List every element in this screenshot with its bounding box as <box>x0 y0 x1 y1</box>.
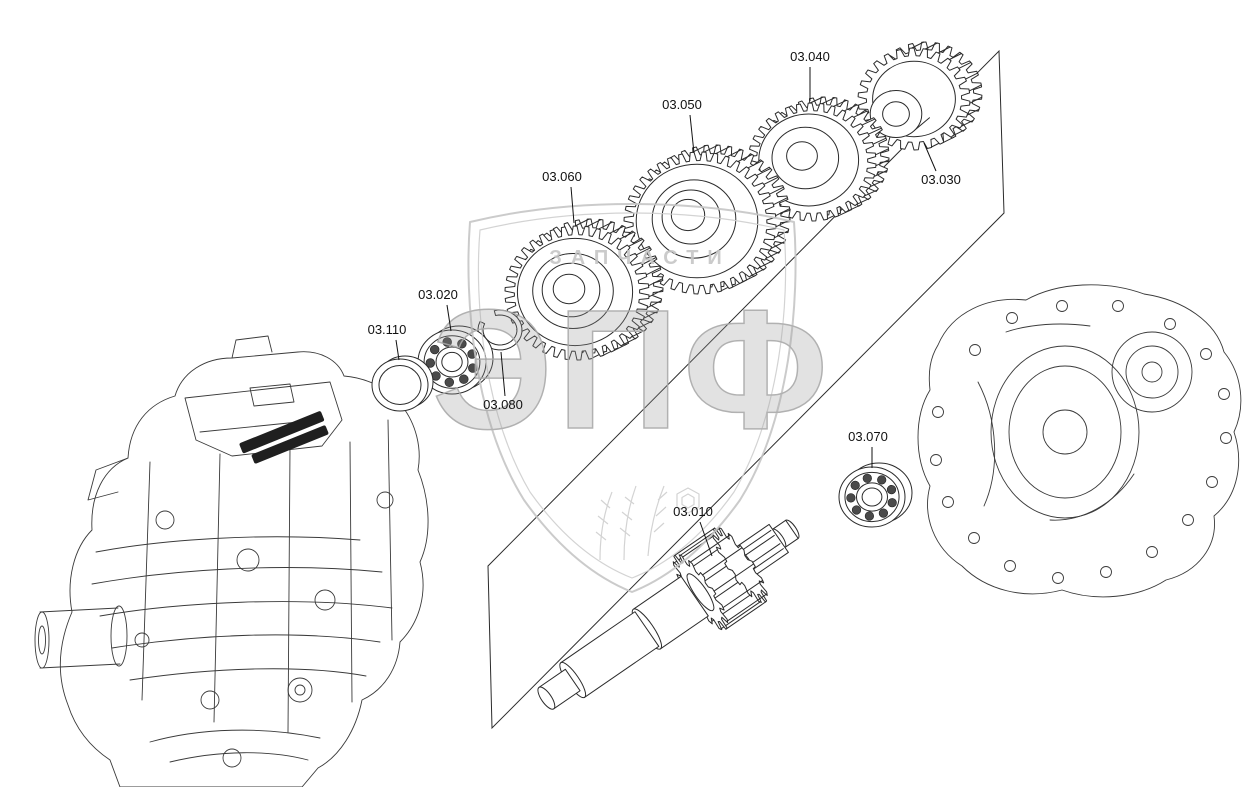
part-label-03-050: 03.050 <box>662 97 702 112</box>
watermark-banner-text: ЗАПЧАСТИ <box>549 247 731 269</box>
callout-03-070: 03.070 <box>848 429 888 468</box>
callout-03-110: 03.110 <box>368 322 407 361</box>
part-label-03-060: 03.060 <box>542 169 582 184</box>
callout-03-080: 03.080 <box>483 351 523 412</box>
gear-03-060 <box>504 218 664 361</box>
seal-ring-03-110 <box>371 355 434 412</box>
left-housing <box>34 335 429 787</box>
gear-stack <box>504 41 983 361</box>
callout-03-020: 03.020 <box>418 287 458 332</box>
callout-03-010: 03.010 <box>673 504 713 557</box>
callout-03-060: 03.060 <box>542 169 582 224</box>
gear-03-040 <box>747 96 890 222</box>
part-label-03-040: 03.040 <box>790 49 830 64</box>
assembly-box <box>487 49 1005 730</box>
bearing-03-070 <box>838 462 913 528</box>
part-label-03-110: 03.110 <box>368 322 407 337</box>
part-label-03-080: 03.080 <box>483 397 523 412</box>
watermark: ЗАПЧАСТИ ЭПФ <box>431 203 832 593</box>
bearing-03-020 <box>417 325 494 395</box>
part-callouts: 03.040 03.050 03.060 03.030 03.020 03.11… <box>368 49 961 557</box>
part-label-03-020: 03.020 <box>418 287 458 302</box>
wheat-icon <box>595 485 668 561</box>
bolt-nut-icon <box>676 487 700 514</box>
callout-03-050: 03.050 <box>662 97 702 154</box>
bolt-holes <box>930 300 1232 584</box>
part-label-03-030: 03.030 <box>921 172 961 187</box>
gear-03-050 <box>623 144 791 295</box>
callout-03-040: 03.040 <box>790 49 830 101</box>
bearings-and-rings <box>371 309 913 528</box>
right-housing <box>917 284 1242 598</box>
input-shaft <box>537 519 800 710</box>
callout-03-030: 03.030 <box>921 142 961 187</box>
snap-ring-03-080 <box>477 309 523 351</box>
part-label-03-010: 03.010 <box>673 504 713 519</box>
part-label-03-070: 03.070 <box>848 429 888 444</box>
watermark-letters-text: ЭПФ <box>432 275 832 465</box>
housing-logo-mark <box>239 411 329 464</box>
gear-03-030 <box>857 41 983 151</box>
